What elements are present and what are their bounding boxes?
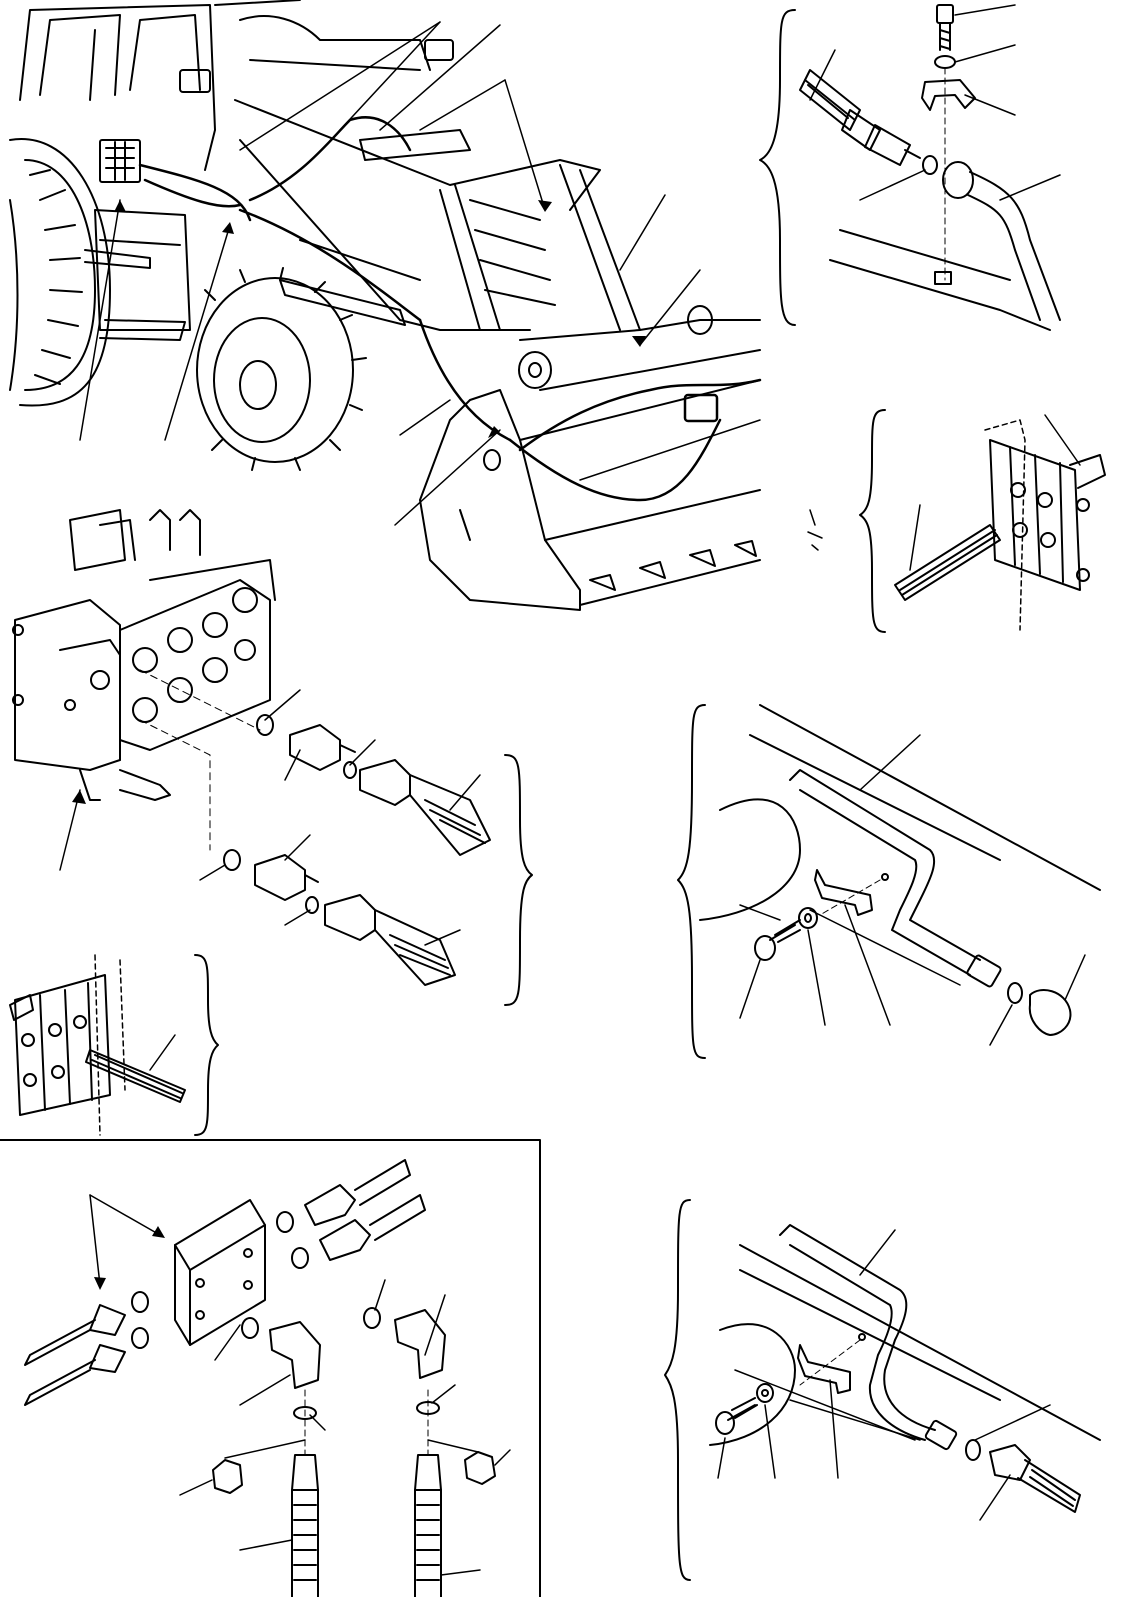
leader-line xyxy=(179,1479,213,1496)
leader-line xyxy=(954,44,1016,63)
arrow-icon xyxy=(114,200,646,438)
panel-loader-overview xyxy=(9,0,762,611)
leader-line xyxy=(214,1324,241,1361)
leader-line xyxy=(440,1569,481,1576)
leader-line xyxy=(807,929,826,1026)
leader-line xyxy=(284,834,311,861)
panel-frame xyxy=(0,1139,541,1598)
leader-line xyxy=(199,864,226,881)
panel-detail-connector-plate-left xyxy=(9,954,219,1136)
leader-line xyxy=(339,21,441,131)
leader-line xyxy=(149,1034,176,1071)
leader-line xyxy=(89,1194,101,1286)
leader-line xyxy=(89,1194,161,1236)
panel-detail-pipe-hose xyxy=(664,1199,1101,1581)
leader-line xyxy=(979,1474,1011,1521)
curly-brace-icon xyxy=(859,409,886,633)
curly-brace-icon xyxy=(759,9,796,326)
rear-tire xyxy=(9,138,111,407)
leader-line xyxy=(309,1414,326,1431)
leader-line xyxy=(999,174,1061,201)
leader-line xyxy=(717,1437,726,1479)
leader-line xyxy=(239,1374,291,1406)
leader-line xyxy=(974,1404,1051,1441)
bucket xyxy=(419,379,761,611)
leader-line xyxy=(264,689,301,721)
leader-line xyxy=(399,399,451,436)
leader-line xyxy=(349,739,376,766)
leader-line xyxy=(379,24,501,131)
leader-line xyxy=(1044,414,1081,466)
loader-arm xyxy=(234,99,761,391)
curly-brace-icon xyxy=(677,704,706,1059)
leader-line xyxy=(829,1379,839,1479)
leader-line xyxy=(164,224,231,441)
leader-line xyxy=(424,1294,446,1356)
leader-line xyxy=(859,169,926,201)
leader-line xyxy=(394,429,501,526)
leader-line xyxy=(424,929,461,946)
leader-line xyxy=(619,194,666,271)
panel-detail-manifold-block xyxy=(0,1139,541,1598)
panel-detail-connector-plate-right xyxy=(807,409,1106,633)
chassis-body xyxy=(84,139,191,341)
leader-line xyxy=(739,904,781,921)
leader-line xyxy=(1064,954,1086,1001)
leader-line xyxy=(809,909,961,986)
leader-line xyxy=(494,1449,511,1466)
callout-leaders xyxy=(79,21,761,526)
leader-line xyxy=(449,774,481,811)
leader-line xyxy=(734,1369,916,1441)
leader-line xyxy=(374,1279,386,1311)
leader-line xyxy=(579,419,761,481)
leader-line xyxy=(789,1399,921,1441)
leader-line xyxy=(504,79,546,211)
wiring-harness xyxy=(138,116,762,502)
leader-line xyxy=(859,1229,896,1276)
leader-line xyxy=(989,1004,1013,1046)
panel-control-valve xyxy=(12,509,533,1006)
leader-line xyxy=(79,199,121,441)
panel-detail-pipe-cap xyxy=(677,704,1101,1059)
panel-detail-pipe-clamp-top xyxy=(759,4,1061,331)
front-tire xyxy=(196,267,367,471)
leader-line xyxy=(964,94,1016,116)
leader-line xyxy=(239,21,441,151)
arrow-icon xyxy=(72,790,86,804)
leader-line xyxy=(284,749,301,781)
cab xyxy=(19,0,454,171)
leader-line xyxy=(431,1384,456,1404)
leader-line xyxy=(844,904,891,1026)
leader-line xyxy=(59,789,81,871)
arrow-icon xyxy=(94,1226,165,1290)
leader-line xyxy=(909,504,921,571)
leader-line xyxy=(427,1439,479,1453)
curly-brace-icon xyxy=(504,754,533,1006)
leader-line xyxy=(239,1539,293,1551)
leader-line xyxy=(419,79,506,131)
leader-line xyxy=(739,959,761,1019)
leader-line xyxy=(859,734,921,791)
leader-line xyxy=(224,1439,306,1459)
leader-line xyxy=(809,49,836,101)
leader-line xyxy=(954,4,1016,16)
leader-line xyxy=(764,1404,776,1479)
curly-brace-icon xyxy=(664,1199,691,1581)
leader-line xyxy=(284,909,311,926)
curly-brace-icon xyxy=(194,954,219,1136)
leader-line xyxy=(639,269,701,346)
